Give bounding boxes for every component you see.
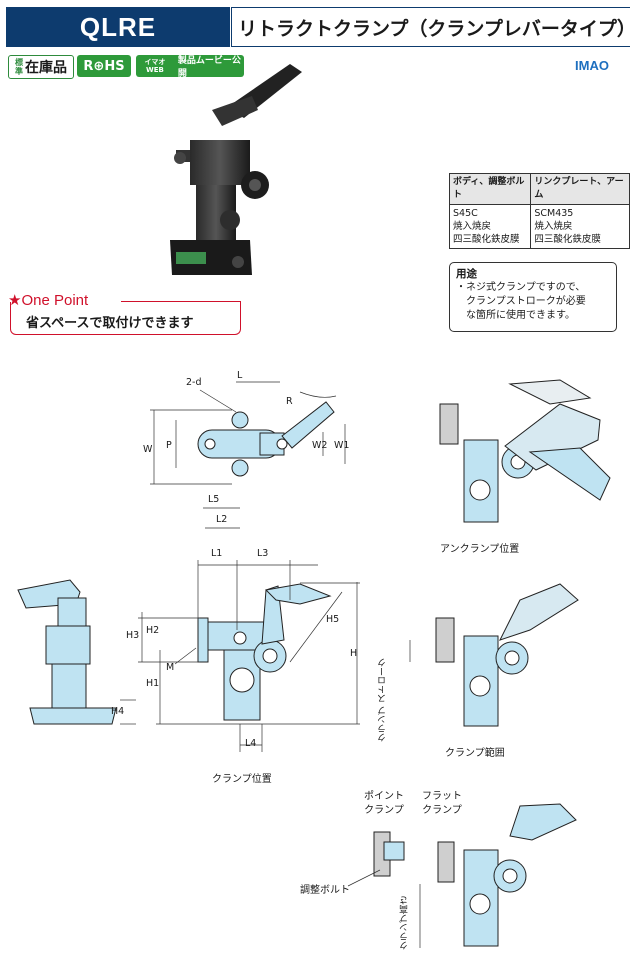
dim-H1: H1 [146,678,160,689]
caption-point-clamp: ポイント クランプ [364,791,404,816]
caption-adjust-bolt: 調整ボルト [300,885,350,896]
product-photo [170,64,302,275]
stock-badge: 標準 在庫品 [8,55,74,79]
dim-2d: 2-d [186,377,202,388]
dim-L4: L4 [245,738,257,749]
side-view-drawing [17,579,136,725]
stock-badge-small: 標準 [15,58,23,76]
imao-logo: IMAO [575,58,609,73]
usage-line: ・ネジ式クランプですので、 [456,282,586,293]
dim-R: R [286,396,293,407]
caption-flat-clamp: フラット クランプ [422,791,462,816]
usage-title: 用途 [456,268,477,280]
one-point-label: ★One Point [8,292,89,309]
dim-H3: H3 [126,630,140,641]
dim-L5: L5 [208,494,220,505]
caption-unclamp: アンクランプ位置 [440,544,520,555]
stock-badge-label: 在庫品 [25,60,67,76]
material-header-link: リンクプレート、アーム [530,173,630,205]
one-point-text: 省スペースで取付けできます [26,316,194,331]
usage-box: 用途 ・ネジ式クランプですので、 クランプストロークが必要 な箇所に使用できます… [449,262,617,332]
dim-W2: W2 [312,440,328,451]
caption-clamp-height: クランプ高さ [400,896,410,950]
dim-H4: H4 [111,706,125,717]
point-flat-clamp-drawing [347,803,577,948]
rohs-badge: R⊕HS [77,55,131,77]
clamp-range-drawing [409,583,579,727]
one-point-rule [121,301,241,302]
caption-clamp-range: クランプ範囲 [445,748,505,759]
caption-clamp-stroke: クランプ ストローク [378,658,388,742]
product-code: QLRE [6,7,230,47]
one-point-box [10,302,241,335]
dim-H5: H5 [326,614,340,625]
dim-H2: H2 [146,625,160,636]
material-header-body: ボディ、調整ボルト [448,173,532,205]
web-badge-label: 製品ムービー公開 [177,56,241,79]
web-badge-small: イマオ WEB [144,58,166,74]
dim-H: H [350,648,358,659]
unclamp-view-drawing [439,379,611,523]
product-title: リトラクトクランプ（クランプレバータイプ） [231,7,630,47]
top-view-drawing [150,381,346,529]
dim-L: L [237,370,243,381]
dim-W1: W1 [334,440,350,451]
front-view-drawing [138,560,360,752]
dim-L3: L3 [257,548,269,559]
dim-P: P [166,440,172,451]
dim-M: M [166,662,175,673]
dim-W: W [143,444,153,455]
caption-clamp-position: クランプ位置 [212,774,272,785]
usage-line: な箇所に使用できます。 [466,310,575,321]
usage-line: クランプストロークが必要 [466,296,586,307]
web-movie-badge[interactable]: イマオ WEB 製品ムービー公開 [136,55,244,79]
dim-L1: L1 [211,548,223,559]
dim-L2: L2 [216,514,228,525]
